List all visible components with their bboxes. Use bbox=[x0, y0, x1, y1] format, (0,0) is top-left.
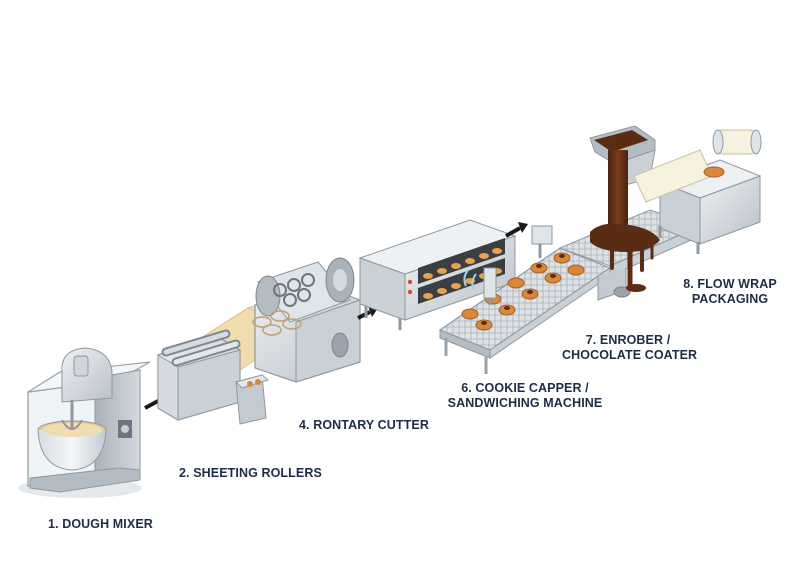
dough-mixer-machine bbox=[18, 347, 151, 498]
label-dough-mixer: 1. DOUGH MIXER bbox=[48, 517, 153, 531]
cookie-capper-machine bbox=[438, 225, 612, 374]
cookie bbox=[461, 252, 585, 331]
baking-oven bbox=[358, 219, 517, 330]
rotary-cutter-machine bbox=[252, 257, 361, 383]
label-enrober: 7. ENROBER / CHOCOLATE COATER bbox=[562, 333, 698, 362]
enrober-machine bbox=[558, 125, 702, 301]
label-sheeting-rollers: 2. SHEETING ROLLERS bbox=[179, 466, 322, 480]
label-cookie-capper: 6. COOKIE CAPPER / SANDWICHING MACHINE bbox=[447, 381, 603, 410]
label-rotary-cutter: 4. RONTARY CUTTER bbox=[299, 418, 429, 432]
flow-wrap-machine bbox=[633, 129, 762, 254]
flow-arrow bbox=[505, 222, 528, 238]
label-flow-wrap: 8. FLOW WRAP PACKAGING bbox=[683, 277, 777, 306]
